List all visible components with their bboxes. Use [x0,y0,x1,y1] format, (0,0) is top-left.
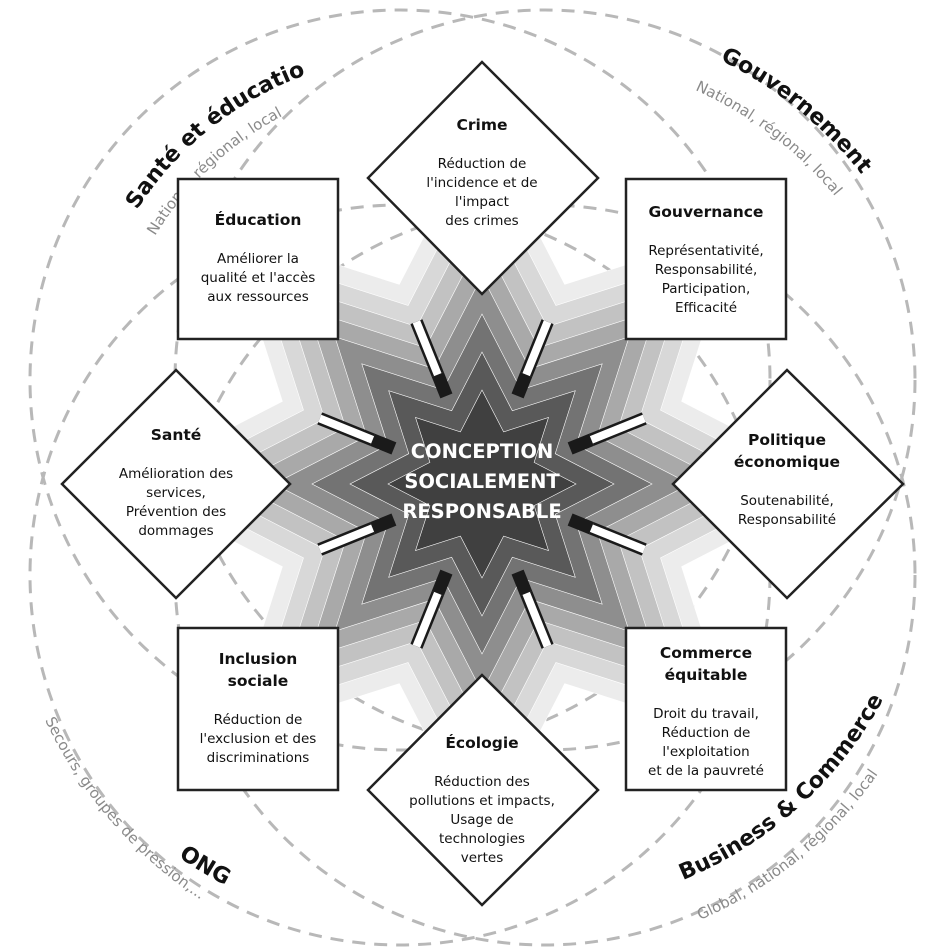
node-crime-body-line: l'impact [455,194,509,210]
spoke-light-3 [589,414,646,444]
node-sante-body-line: Amélioration des [119,466,233,482]
node-ecologie-shape [366,673,600,907]
node-education-body-line: Améliorer la [217,251,299,267]
node-sante-body-line: dommages [138,523,213,539]
node-gouvernance-body-line: Efficacité [675,300,737,316]
node-ecologie-body-line: pollutions et impacts, [409,793,555,809]
node-gouvernance-title: Gouvernance [649,203,764,221]
spoke-dark-2 [511,372,533,399]
node-commerce-equitable-shape [624,626,788,792]
node-politique-economique-body-line: Responsabilité [738,512,836,528]
node-crime-body-line: Réduction de [438,156,527,172]
spokes [317,319,647,649]
node-inclusion-sociale-title: Inclusion [219,650,298,668]
node-commerce-equitable-body-line: et de la pauvreté [648,763,764,779]
node-inclusion-sociale-body-line: l'exclusion et des [200,731,317,747]
node-ecologie-body-line: technologies [439,831,525,847]
node-politique-economique-title: économique [734,453,840,471]
node-education-body-line: qualité et l'accès [201,270,316,286]
node-sante-body-line: services, [146,485,206,501]
node-education-body-line: aux ressources [207,289,309,305]
node-education-title: Éducation [215,210,302,229]
node-commerce-equitable-body-line: Réduction de [662,725,751,741]
node-commerce-equitable-body-line: l'exploitation [662,744,749,760]
center-label-line: SOCIALEMENT [404,470,560,493]
node-commerce-equitable-title: Commerce [660,644,752,662]
center-label: CONCEPTION SOCIALEMENT RESPONSABLE [402,440,561,523]
node-gouvernance-shape [624,177,788,341]
node-shapes [60,60,905,907]
spoke-dark-5 [511,569,533,596]
spoke-dark-1 [431,372,453,399]
spoke-dark-7 [370,513,397,535]
spoke-light-8 [318,414,375,444]
center-label-line: CONCEPTION [411,440,554,463]
node-gouvernance-body-line: Responsabilité, [655,262,758,278]
center-label-line: RESPONSABLE [402,500,561,523]
node-sante-shape [60,368,292,600]
node-ecologie-title: Écologie [445,733,518,752]
spoke-dark-3 [567,433,594,455]
node-crime-body-line: des crimes [445,213,518,229]
node-inclusion-sociale-body-line: discriminations [207,750,310,766]
spoke-light-6 [412,591,442,648]
node-commerce-equitable-title: équitable [665,666,748,684]
spoke-light-7 [318,524,375,554]
spoke-dark-6 [431,569,453,596]
node-education-shape [176,177,340,341]
spoke-light-1 [412,320,442,377]
node-sante-body-line: Prévention des [126,504,226,520]
node-sante-title: Santé [151,426,202,444]
circle-top-left [28,8,772,752]
node-crime-body-line: l'incidence et de [426,175,537,191]
node-inclusion-sociale-title: sociale [228,672,289,690]
node-commerce-equitable-body-line: Droit du travail, [653,706,759,722]
node-crime-title: Crime [457,116,508,134]
node-politique-economique-body-line: Soutenabilité, [740,493,834,509]
star-layer-8 [387,389,577,579]
node-inclusion-sociale-shape [176,626,340,792]
node-gouvernance-body-line: Participation, [662,281,751,297]
node-ecologie-body-line: Réduction des [434,774,530,790]
spoke-light-2 [522,320,552,377]
node-ecologie-body-line: Usage de [450,812,513,828]
node-inclusion-sociale-body-line: Réduction de [214,712,303,728]
spoke-dark-4 [567,513,594,535]
node-gouvernance-body-line: Représentativité, [648,243,763,259]
node-politique-economique-title: Politique [748,431,826,449]
node-politique-economique-shape [671,368,905,600]
node-crime-shape [366,60,600,296]
node-ecologie-body-line: vertes [461,850,503,866]
spoke-light-4 [589,524,646,554]
spoke-dark-8 [370,433,397,455]
spoke-light-5 [522,591,552,648]
